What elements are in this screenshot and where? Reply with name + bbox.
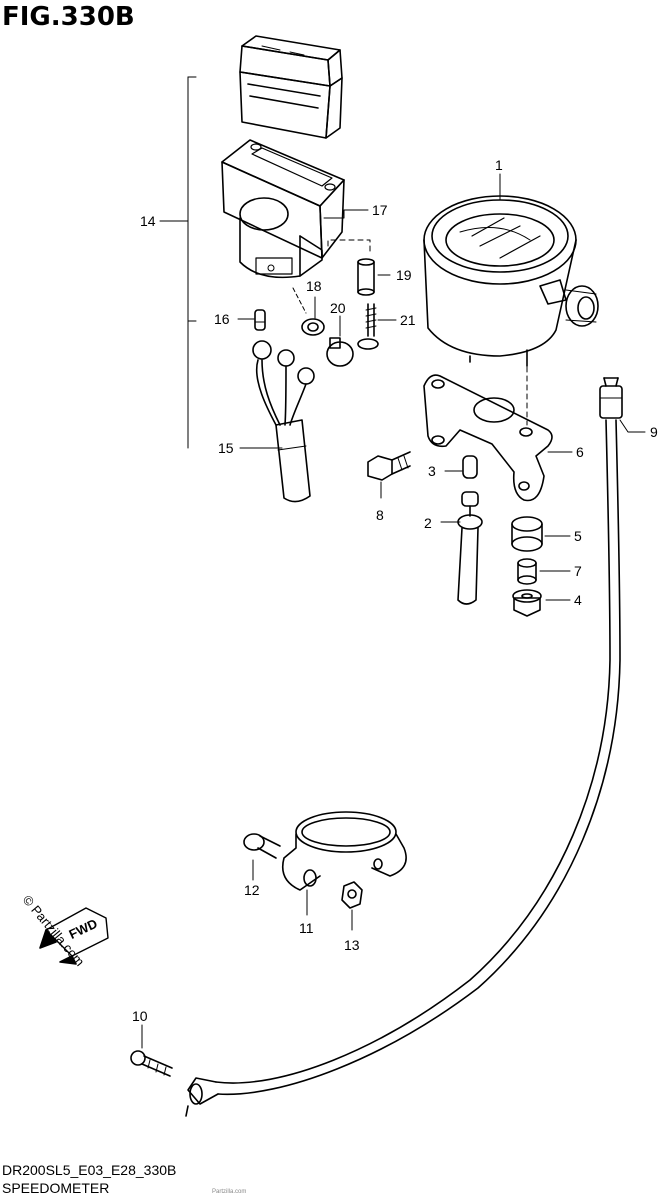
grommet-18: [301, 318, 325, 336]
callout-1: 1: [495, 157, 503, 173]
callout-3: 3: [428, 463, 436, 479]
bulb-3: [462, 455, 478, 479]
callout-11: 11: [299, 920, 314, 936]
socket-2: [457, 491, 483, 605]
grommet-5: [511, 516, 543, 552]
bulb-16: [254, 309, 266, 331]
bolt-8: [367, 451, 411, 481]
callout-21: 21: [400, 312, 416, 328]
collar-7: [517, 558, 537, 585]
leader-lines: [141, 76, 646, 1049]
screw-20: [326, 337, 354, 367]
bracket-6: [423, 374, 553, 502]
indicator-lens-cap: [239, 35, 343, 139]
speedometer-1: [423, 195, 599, 367]
callout-9: 9: [650, 424, 658, 440]
wiring-harness-15: [252, 340, 315, 503]
clamp-11: [281, 811, 407, 891]
callout-15: 15: [218, 440, 234, 456]
speedometer-cable-9: [185, 377, 623, 1117]
callout-12: 12: [244, 882, 260, 898]
watermark-text: Partzilla.com: [212, 1189, 247, 1195]
callout-5: 5: [574, 528, 582, 544]
callout-13: 13: [344, 937, 360, 953]
figure-code: DR200SL5_E03_E28_330B: [2, 1162, 177, 1178]
bolt-10: [130, 1050, 173, 1077]
callout-7: 7: [574, 563, 582, 579]
nut-13: [341, 881, 363, 909]
spacer-19: [357, 258, 375, 296]
callout-8: 8: [376, 507, 384, 523]
callout-16: 16: [214, 311, 230, 327]
callout-17: 17: [372, 202, 388, 218]
bolt-21: [357, 303, 379, 350]
bolt-12: [243, 833, 281, 859]
figure-name: SPEEDOMETER: [2, 1180, 110, 1196]
callout-6: 6: [576, 444, 584, 460]
callout-18: 18: [306, 278, 322, 294]
indicator-housing: [221, 139, 345, 279]
callout-19: 19: [396, 267, 412, 283]
callout-labels: 1 2 3 4 5 6 7 8 9 10 11 12 13 14 15 16 1…: [132, 157, 658, 1024]
callout-4: 4: [574, 592, 582, 608]
fwd-label: FWD: [67, 916, 100, 942]
callout-10: 10: [132, 1008, 148, 1024]
callout-2: 2: [424, 515, 432, 531]
callout-14: 14: [140, 213, 156, 229]
callout-20: 20: [330, 300, 346, 316]
nut-4: [512, 589, 542, 617]
figure-title: FIG.330B: [2, 2, 135, 32]
